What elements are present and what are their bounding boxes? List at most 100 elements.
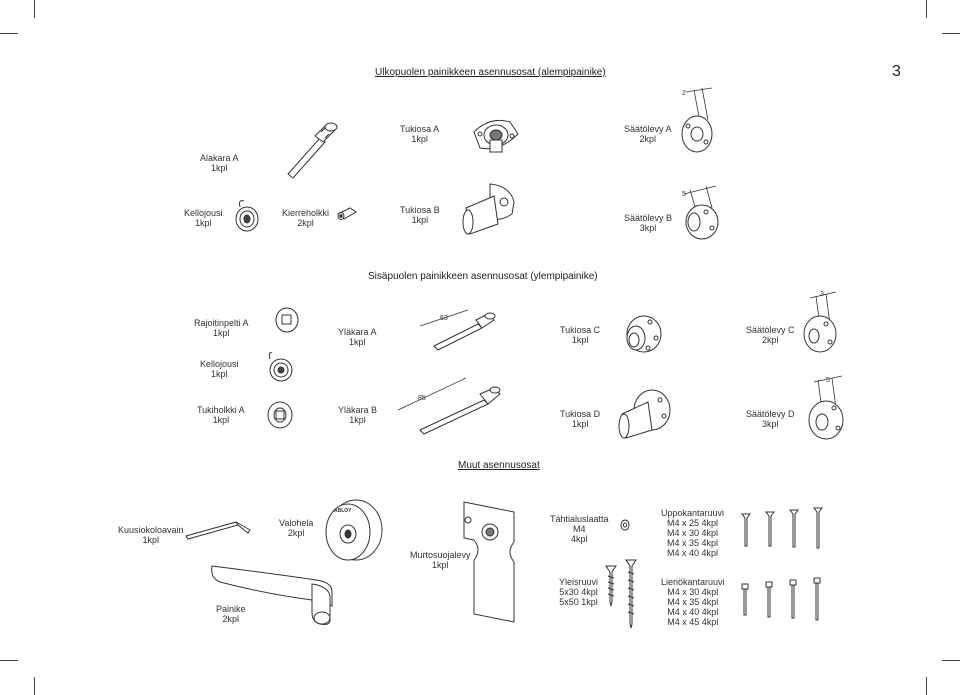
part-qty: 3kpl bbox=[762, 419, 779, 429]
label-kierreholkki: Kierreholkki 2kpl bbox=[282, 208, 329, 228]
part-qty: 2kpl bbox=[762, 335, 779, 345]
part-qty: 1kpl bbox=[571, 335, 589, 345]
trim-mark-top-right bbox=[926, 0, 927, 18]
part-qty: 2kpl bbox=[222, 614, 240, 624]
part-spec: M4 bbox=[573, 524, 586, 534]
part-spec: 5x30 4kpl bbox=[559, 587, 598, 597]
label-yleisruuvi: Yleisruuvi 5x30 4kpl 5x50 1kpl bbox=[559, 577, 598, 607]
part-qty: 1kpl bbox=[195, 218, 212, 228]
part-qty: 1kpl bbox=[211, 369, 228, 379]
label-tukiosa-b: Tukiosa B 1kpl bbox=[400, 205, 440, 225]
tukiosa-b-drawing bbox=[460, 180, 520, 238]
saatolevy-c-drawing: 3 bbox=[796, 291, 846, 356]
label-tukiosa-d: Tukiosa D 1kpl bbox=[560, 409, 600, 429]
label-tukiosa-c: Tukiosa C 1kpl bbox=[560, 325, 600, 345]
trim-mark-right-top bbox=[942, 33, 960, 34]
part-spec: M4 x 45 4kpl bbox=[667, 617, 719, 627]
label-uppokantaruuvi: Uppokantaruuvi M4 x 25 4kpl M4 x 30 4kpl… bbox=[661, 508, 724, 558]
part-name: Murtosuojalevy bbox=[410, 550, 471, 560]
section-title-inner: Sisäpuolen painikkeen asennusosat (ylemp… bbox=[368, 271, 598, 282]
label-tukiholkki-a: Tukiholkki A 1kpl bbox=[197, 405, 245, 425]
saatolevy-b-drawing: 5 bbox=[682, 180, 726, 242]
tahtialuslaatta-drawing bbox=[619, 519, 631, 531]
dimension-saatolevy-a: 2 bbox=[682, 90, 686, 97]
part-name: Alakara A bbox=[200, 153, 239, 163]
dimension-saatolevy-c: 3 bbox=[820, 291, 824, 298]
part-name: Kellojousi bbox=[200, 359, 239, 369]
label-murtosuojalevy: Murtosuojalevy 1kpl bbox=[410, 550, 471, 570]
label-kellojousi-inner: Kellojousi 1kpl bbox=[200, 359, 239, 379]
part-qty: 1kpl bbox=[211, 163, 228, 173]
part-spec: M4 x 40 4kpl bbox=[667, 607, 719, 617]
label-saatolevy-b: Säätölevy B 3kpl bbox=[624, 213, 672, 233]
part-qty: 2kpl bbox=[287, 528, 305, 538]
part-name: Tukiosa D bbox=[560, 409, 601, 419]
label-saatolevy-c: Säätölevy C 2kpl bbox=[746, 325, 795, 345]
tukiholkki-a-drawing bbox=[266, 400, 294, 430]
part-name: Säätölevy D bbox=[746, 409, 795, 419]
part-spec: M4 x 35 4kpl bbox=[667, 597, 719, 607]
part-name: Yleisruuvi bbox=[559, 577, 599, 587]
tukiosa-a-drawing bbox=[470, 112, 522, 158]
label-rajoitinpelti-a: Rajoitinpelti A 1kpl bbox=[194, 318, 249, 338]
trim-mark-bottom-left bbox=[34, 677, 35, 695]
part-name: Rajoitinpelti A bbox=[194, 318, 249, 328]
part-name: Yläkara B bbox=[338, 405, 378, 415]
label-valohela: Valohela 2kpl bbox=[279, 518, 313, 538]
part-spec: M4 x 30 4kpl bbox=[667, 587, 719, 597]
part-name: Valohela bbox=[279, 518, 314, 528]
part-qty: 4kpl bbox=[571, 534, 588, 544]
uppokantaruuvi-screws-drawing bbox=[736, 506, 832, 550]
part-spec: M4 x 30 4kpl bbox=[667, 528, 719, 538]
part-qty: 3kpl bbox=[639, 223, 657, 233]
painike-handle-drawing bbox=[206, 560, 352, 628]
part-name: Painike bbox=[216, 604, 246, 614]
part-name: Säätölevy B bbox=[624, 213, 673, 223]
label-tukiosa-a: Tukiosa A 1kpl bbox=[400, 124, 439, 144]
part-name: Säätölevy C bbox=[746, 325, 795, 335]
kuusiokoloavain-drawing bbox=[184, 518, 254, 540]
label-ylakara-b: Yläkara B 1kpl bbox=[338, 405, 377, 425]
page-number: 3 bbox=[892, 63, 901, 80]
trim-mark-left-bottom bbox=[0, 660, 18, 661]
trim-mark-bottom-right bbox=[926, 677, 927, 695]
label-alakara-a: Alakara A 1kpl bbox=[200, 153, 239, 173]
part-spec: 5x50 1kpl bbox=[559, 597, 598, 607]
label-painike: Painike 2kpl bbox=[216, 604, 246, 624]
ylakara-b-drawing: 85 bbox=[396, 376, 506, 436]
section-title-other: Muut asennusosat bbox=[458, 460, 540, 471]
part-qty: 1kpl bbox=[212, 415, 230, 425]
part-qty: 1kpl bbox=[213, 328, 230, 338]
saatolevy-a-drawing: 2 bbox=[672, 82, 722, 154]
part-spec: M4 x 25 4kpl bbox=[667, 518, 719, 528]
part-spec: M4 x 35 4kpl bbox=[667, 538, 719, 548]
label-ylakara-a: Yläkara A 1kpl bbox=[338, 327, 377, 347]
label-saatolevy-a: Säätölevy A 2kpl bbox=[624, 124, 672, 144]
alakara-a-spindle-drawing bbox=[285, 118, 345, 178]
yleisruuvi-screws-drawing bbox=[600, 558, 640, 630]
section-title-outer: Ulkopuolen painikkeen asennusosat (alemp… bbox=[375, 67, 606, 78]
part-qty: 1kpl bbox=[432, 560, 449, 570]
part-name: Tukiholkki A bbox=[197, 405, 245, 415]
part-name: Kierreholkki bbox=[282, 208, 330, 218]
ylakara-a-drawing: 63 bbox=[418, 306, 498, 350]
abloy-logo: ABLOY bbox=[334, 508, 352, 514]
part-qty: 2kpl bbox=[297, 218, 314, 228]
part-qty: 1kpl bbox=[571, 419, 589, 429]
part-name: Uppokantaruuvi bbox=[661, 508, 725, 518]
part-name: Tukiosa A bbox=[400, 124, 440, 134]
kierreholkki-drawing bbox=[336, 204, 358, 222]
part-qty: 1kpl bbox=[142, 535, 160, 545]
part-name: Yläkara A bbox=[338, 327, 377, 337]
part-spec: M4 x 40 4kpl bbox=[667, 548, 719, 558]
part-name: Tähtialuslaatta bbox=[550, 514, 609, 524]
tukiosa-c-drawing bbox=[618, 312, 664, 358]
dimension-ylakara-a: 63 bbox=[440, 315, 448, 322]
dimension-saatolevy-d: 5 bbox=[826, 377, 830, 384]
part-qty: 1kpl bbox=[411, 134, 428, 144]
part-name: Lieriökantaruuvi bbox=[661, 577, 725, 587]
part-name: Kuusiokoloavain bbox=[118, 525, 184, 535]
trim-mark-right-bottom bbox=[942, 660, 960, 661]
kellojousi-inner-drawing bbox=[266, 349, 296, 383]
lieriokantaruuvi-screws-drawing bbox=[736, 576, 832, 622]
